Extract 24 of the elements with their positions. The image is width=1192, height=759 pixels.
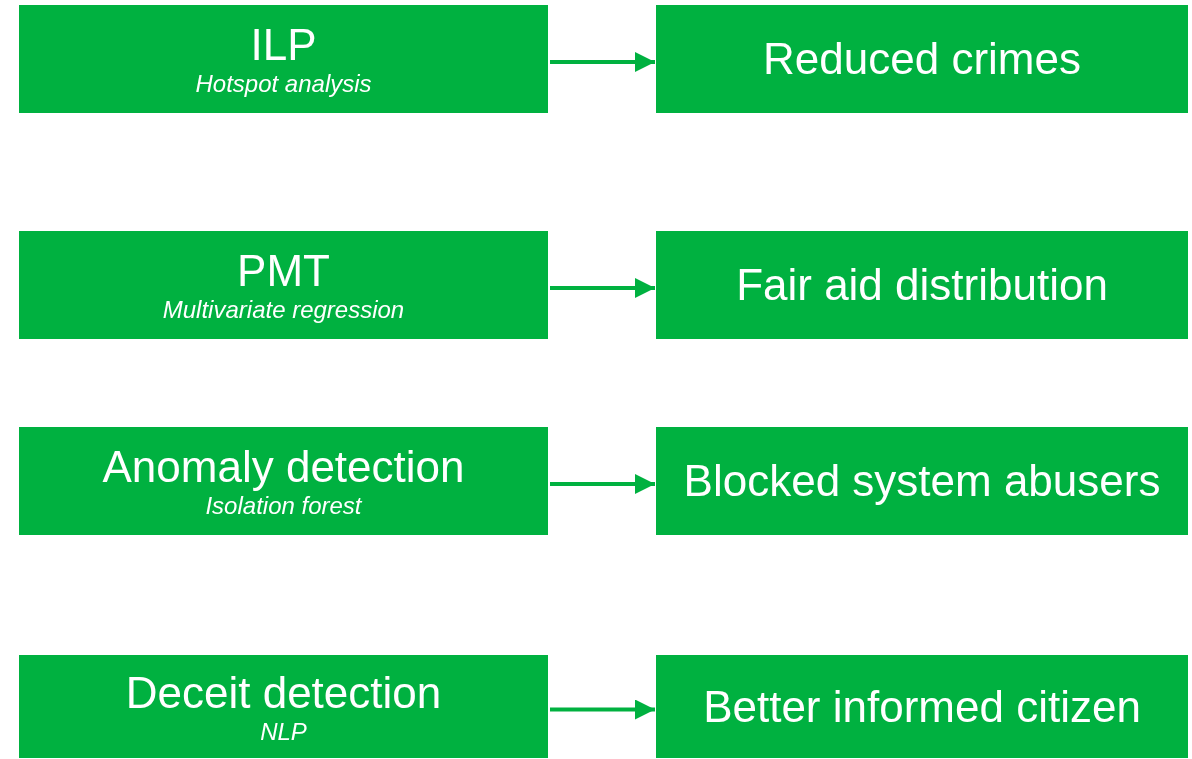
box-title: Reduced crimes [763, 34, 1081, 84]
box-title: PMT [237, 246, 330, 296]
process-box [656, 427, 1188, 535]
box-title: Better informed citizen [703, 681, 1141, 732]
process-box [656, 655, 1188, 758]
box-subtitle: Isolation forest [205, 492, 362, 520]
process-box [19, 427, 548, 535]
process-box [19, 231, 548, 339]
arrow [550, 278, 655, 298]
box-title: ILP [250, 20, 317, 70]
arrow [550, 699, 655, 720]
box-subtitle: Multivariate regression [162, 296, 405, 324]
box-title: Deceit detection [125, 667, 442, 718]
arrow [550, 52, 655, 72]
process-box [656, 5, 1188, 113]
box-title: Blocked system abusers [683, 456, 1161, 506]
arrow [550, 474, 655, 494]
box-subtitle: Hotspot analysis [195, 70, 372, 98]
box-title: Anomaly detection [102, 442, 465, 492]
process-box [656, 231, 1188, 339]
box-subtitle: NLP [260, 717, 307, 746]
process-box [19, 5, 548, 113]
box-title: Fair aid distribution [736, 260, 1108, 310]
process-box [19, 655, 548, 758]
